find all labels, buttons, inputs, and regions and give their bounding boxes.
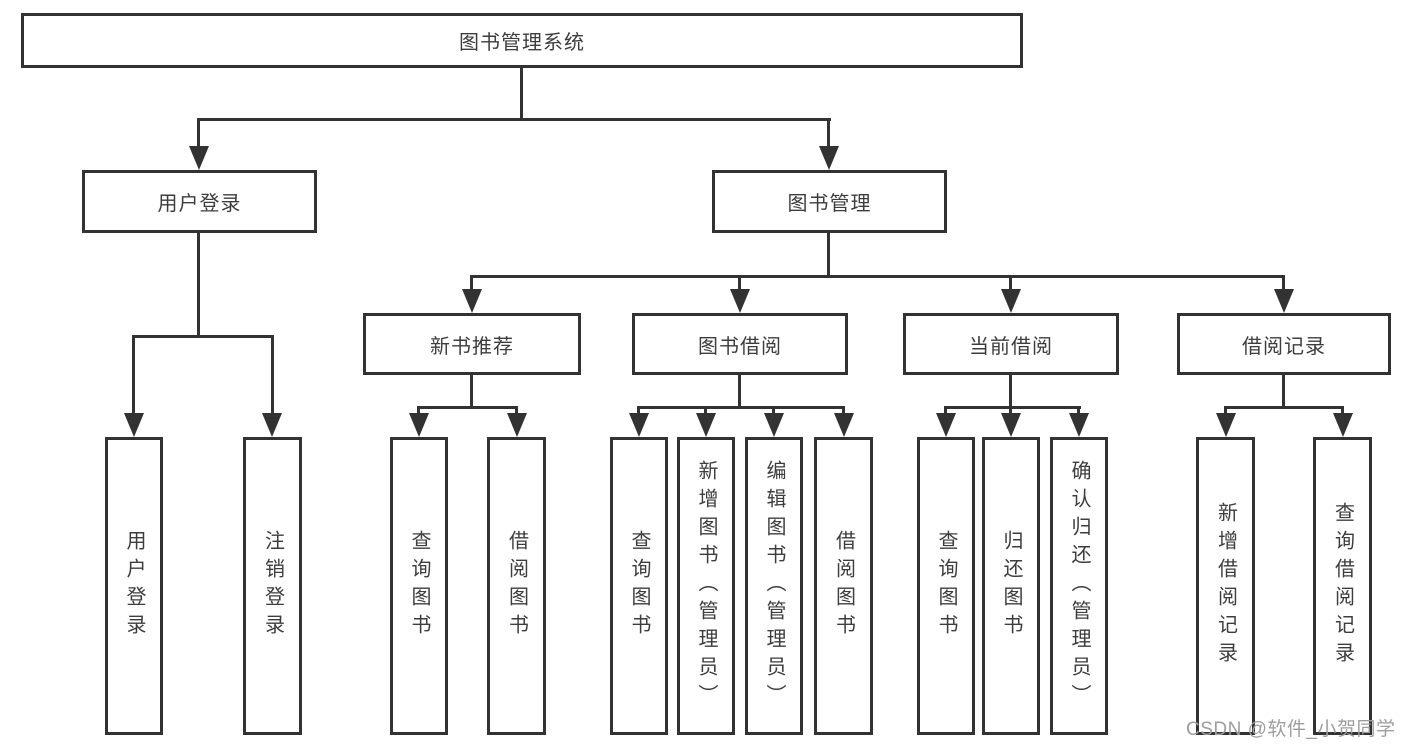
arrowhead-down-icon (1001, 413, 1021, 437)
node-leaf-br-query-record: 查询借阅记录 (1313, 437, 1372, 735)
arrowhead-down-icon (507, 413, 527, 437)
node-label: 图书借阅 (698, 335, 782, 358)
node-user-login: 用户登录 (82, 170, 317, 233)
connector-line (417, 406, 518, 409)
node-leaf-user-login: 用户登录 (105, 437, 163, 735)
node-new-book-recommend: 新书推荐 (363, 313, 581, 375)
node-label: 查询图书 (935, 530, 957, 642)
arrowhead-down-icon (1274, 289, 1294, 313)
node-leaf-cb-confirm-return-admin: 确认归还（管理员） (1050, 437, 1108, 735)
arrowhead-down-icon (409, 413, 429, 437)
node-root: 图书管理系统 (21, 13, 1023, 68)
connector-line (470, 374, 473, 409)
connector-line (197, 232, 200, 337)
node-label: 当前借阅 (969, 335, 1053, 358)
arrowhead-down-icon (462, 289, 482, 313)
arrowhead-down-icon (936, 413, 956, 437)
arrowhead-down-icon (1069, 413, 1089, 437)
node-borrow-records: 借阅记录 (1177, 313, 1391, 375)
node-label: 注销登录 (261, 530, 284, 642)
node-label: 用户登录 (157, 193, 242, 215)
node-book-management: 图书管理 (712, 170, 947, 233)
node-leaf-bb-add-book-admin: 新增图书（管理员） (677, 437, 735, 735)
arrowhead-down-icon (1216, 413, 1236, 437)
arrowhead-down-icon (730, 289, 750, 313)
connector-line (1282, 374, 1285, 409)
connector-line (515, 406, 518, 417)
connector-line (1224, 406, 1344, 409)
node-label: 借阅图书 (505, 530, 528, 642)
node-label: 用户登录 (123, 530, 145, 642)
connector-line (842, 406, 845, 417)
node-leaf-br-add-record: 新增借阅记录 (1196, 437, 1255, 735)
connector-line (637, 406, 640, 417)
node-leaf-nbr-query-book: 查询图书 (390, 437, 448, 735)
node-label: 编辑图书（管理员） (763, 460, 785, 712)
connector-line (520, 68, 523, 119)
arrowhead-down-icon (262, 413, 282, 437)
connector-line (1077, 406, 1080, 417)
node-label: 图书管理 (787, 193, 872, 215)
connector-line (1009, 406, 1012, 417)
node-label: 查询图书 (408, 530, 430, 642)
connector-line (197, 118, 200, 148)
connector-line (1009, 275, 1012, 291)
node-label: 新增图书（管理员） (695, 460, 717, 712)
arrowhead-down-icon (764, 413, 784, 437)
node-leaf-nbr-borrow-book: 借阅图书 (487, 437, 546, 735)
connector-line (827, 232, 830, 277)
node-book-borrow: 图书借阅 (632, 313, 848, 375)
node-leaf-cb-return-book: 归还图书 (982, 437, 1040, 735)
connector-line (1009, 374, 1012, 409)
connector-line (1224, 406, 1227, 417)
arrowhead-down-icon (1333, 413, 1353, 437)
node-leaf-cb-query-book: 查询图书 (917, 437, 975, 735)
csdn-watermark: CSDN @软件_小贺同学 (1186, 719, 1396, 740)
connector-line (637, 406, 845, 409)
connector-line (772, 406, 775, 417)
arrowhead-down-icon (629, 413, 649, 437)
connector-line (1341, 406, 1344, 417)
node-leaf-bb-query-book: 查询图书 (610, 437, 668, 735)
connector-line (132, 335, 274, 338)
arrowhead-down-icon (819, 146, 839, 170)
connector-line (271, 335, 274, 417)
node-leaf-bb-edit-book-admin: 编辑图书（管理员） (745, 437, 803, 735)
arrowhead-down-icon (834, 413, 854, 437)
connector-line (470, 275, 473, 291)
node-leaf-logout: 注销登录 (243, 437, 302, 735)
arrowhead-down-icon (1001, 289, 1021, 313)
connector-line (738, 275, 741, 291)
connector-line (417, 406, 420, 417)
arrowhead-down-icon (124, 413, 144, 437)
node-label: 新书推荐 (430, 335, 514, 358)
connector-line (944, 406, 947, 417)
connector-line (827, 118, 830, 148)
connector-line (197, 118, 831, 121)
connector-line (738, 374, 741, 409)
connector-line (132, 335, 135, 417)
node-current-borrow: 当前借阅 (903, 313, 1119, 375)
connector-line (704, 406, 707, 417)
node-label: 借阅图书 (832, 530, 855, 642)
connector-line (470, 275, 1285, 278)
node-label: 图书管理系统 (459, 32, 585, 54)
connector-line (1282, 275, 1285, 291)
node-label: 查询借阅记录 (1331, 502, 1354, 670)
node-leaf-bb-borrow-book: 借阅图书 (814, 437, 873, 735)
arrowhead-down-icon (189, 146, 209, 170)
node-label: 借阅记录 (1242, 335, 1326, 358)
node-label: 查询图书 (628, 530, 650, 642)
node-label: 归还图书 (1000, 530, 1022, 642)
connector-line (944, 406, 1081, 409)
node-label: 新增借阅记录 (1214, 502, 1237, 670)
node-label: 确认归还（管理员） (1068, 460, 1090, 712)
arrowhead-down-icon (696, 413, 716, 437)
